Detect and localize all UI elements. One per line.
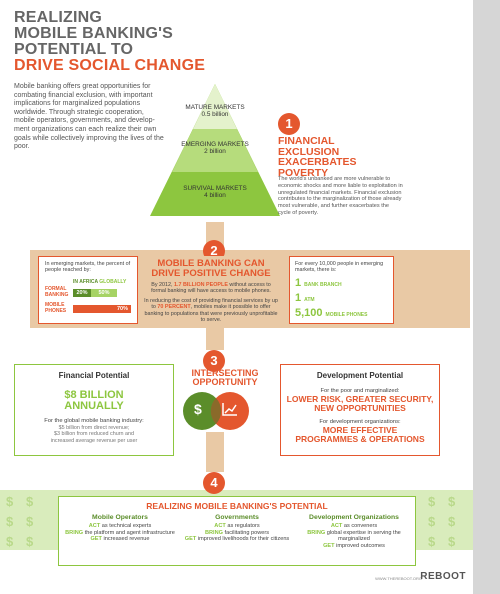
per-capita-intro: For every 10,000 people in emerging mark… (295, 261, 384, 274)
finance-circle (183, 392, 221, 430)
connector-arrow-3 (206, 432, 224, 472)
realizing-potential-box: REALIZING MOBILE BANKING'S POTENTIAL Mob… (58, 496, 416, 566)
formal-banking-africa-bar: 20% (73, 288, 91, 297)
dollar-pattern-icon: $ (26, 494, 34, 509)
reach-columns: IN AFRICA GLOBALLY (73, 279, 127, 285)
development-potential-box: Development Potential For the poor and m… (280, 364, 440, 456)
formal-banking-row: FORMAL BANKING 20% 50% (45, 286, 117, 298)
section-3-number: 3 (203, 350, 225, 372)
dollar-pattern-icon: $ (428, 514, 436, 529)
dollar-pattern-icon: $ (448, 494, 456, 509)
development-sub-2: For development organizations: (319, 419, 401, 425)
right-gray-band (473, 0, 500, 594)
pyramid-top (193, 84, 237, 129)
financial-potential-sub: For the global mobile banking industry: (44, 418, 144, 424)
change-paragraph-2: In reducing the cost of providing financ… (144, 297, 278, 324)
mobile-phones-row: MOBILE PHONES 70% (45, 302, 131, 314)
financial-potential-value: $8 BILLION ANNUALLY (64, 389, 124, 412)
mobile-operators-column: Mobile Operators ACT as technical expert… (65, 514, 175, 543)
financial-potential-box: Financial Potential $8 BILLION ANNUALLY … (14, 364, 174, 456)
section-4-number: 4 (203, 472, 225, 494)
dollar-pattern-icon: $ (6, 534, 14, 549)
pyramid-mid-label: EMERGING MARKETS 2 billion (181, 141, 249, 155)
section-1-body: The world's unbanked are more vulnerable… (278, 176, 403, 216)
title-line-1: REALIZING (14, 9, 103, 26)
section-4-heading: REALIZING MOBILE BANKING'S POTENTIAL (146, 501, 328, 511)
positive-change-box: MOBILE BANKING CAN DRIVE POSITIVE CHANGE… (140, 256, 282, 324)
dollar-icon: $ (194, 401, 202, 417)
per-capita-stats-box: For every 10,000 people in emerging mark… (289, 256, 394, 324)
overlap-region (210, 398, 222, 424)
stat-mobile-phones: 5,100 MOBILE PHONES (295, 306, 368, 319)
connector-arrow-2 (206, 328, 224, 350)
section-2-heading: MOBILE BANKING CAN DRIVE POSITIVE CHANGE (151, 258, 271, 279)
reach-stats-box: In emerging markets, the percent of peop… (38, 256, 138, 324)
page-title: REALIZING MOBILE BANKING'S POTENTIAL TO … (14, 10, 274, 74)
development-potential-title: Development Potential (316, 371, 404, 380)
financial-potential-detail: $5 billion from direct revenue; $3 billi… (50, 425, 138, 444)
dollar-pattern-icon: $ (26, 514, 34, 529)
development-circle (211, 392, 249, 430)
reboot-logo: REBOOT (420, 571, 466, 582)
dollar-pattern-icon: $ (448, 514, 456, 529)
dollar-pattern-icon: $ (428, 534, 436, 549)
dollar-pattern-icon: $ (428, 494, 436, 509)
development-value-2: MORE EFFECTIVE PROGRAMMES & OPERATIONS (295, 425, 425, 444)
footer-url: WWW.THEREBOOT.ORG (375, 576, 422, 581)
governments-column: Governments ACT as regulators BRING faci… (184, 514, 290, 543)
section-1-heading: FINANCIAL EXCLUSION EXACERBATES POVERTY (278, 135, 357, 179)
dollar-pattern-icon: $ (448, 534, 456, 549)
section-1-number: 1 (278, 113, 300, 135)
title-line-3: POTENTIAL TO (14, 41, 134, 58)
pyramid-bottom-label: SURVIVAL MARKETS 4 billion (183, 185, 247, 199)
title-line-2: MOBILE BANKING'S (14, 25, 174, 42)
mobile-phones-bar: 70% (73, 304, 131, 313)
pyramid-top-label: MATURE MARKETS 0.5 billion (185, 104, 245, 118)
reach-intro: In emerging markets, the percent of peop… (45, 261, 131, 274)
intro-paragraph: Mobile banking offers great opportunitie… (14, 83, 164, 151)
change-paragraph-1: By 2012, 1.7 BILLION PEOPLE without acce… (151, 282, 271, 295)
development-value-1: LOWER RISK, GREATER SECURITY, NEW OPPORT… (286, 394, 434, 413)
financial-potential-title: Financial Potential (58, 371, 130, 380)
growth-chart-icon (222, 403, 237, 416)
title-line-4: DRIVE SOCIAL CHANGE (14, 57, 206, 74)
formal-banking-global-bar: 50% (91, 288, 117, 297)
intersecting-circles (183, 392, 249, 430)
development-organizations-column: Development Organizations ACT as convene… (307, 514, 401, 550)
stat-bank-branch: 1 BANK BRANCH (295, 276, 342, 289)
section-3-heading: INTERSECTING OPPORTUNITY (191, 368, 259, 387)
dollar-pattern-icon: $ (6, 514, 14, 529)
market-pyramid (150, 84, 280, 216)
development-sub-1: For the poor and marginalized: (320, 388, 400, 394)
dollar-pattern-icon: $ (26, 534, 34, 549)
dollar-pattern-icon: $ (6, 494, 14, 509)
stat-atm: 1 ATM (295, 291, 315, 304)
